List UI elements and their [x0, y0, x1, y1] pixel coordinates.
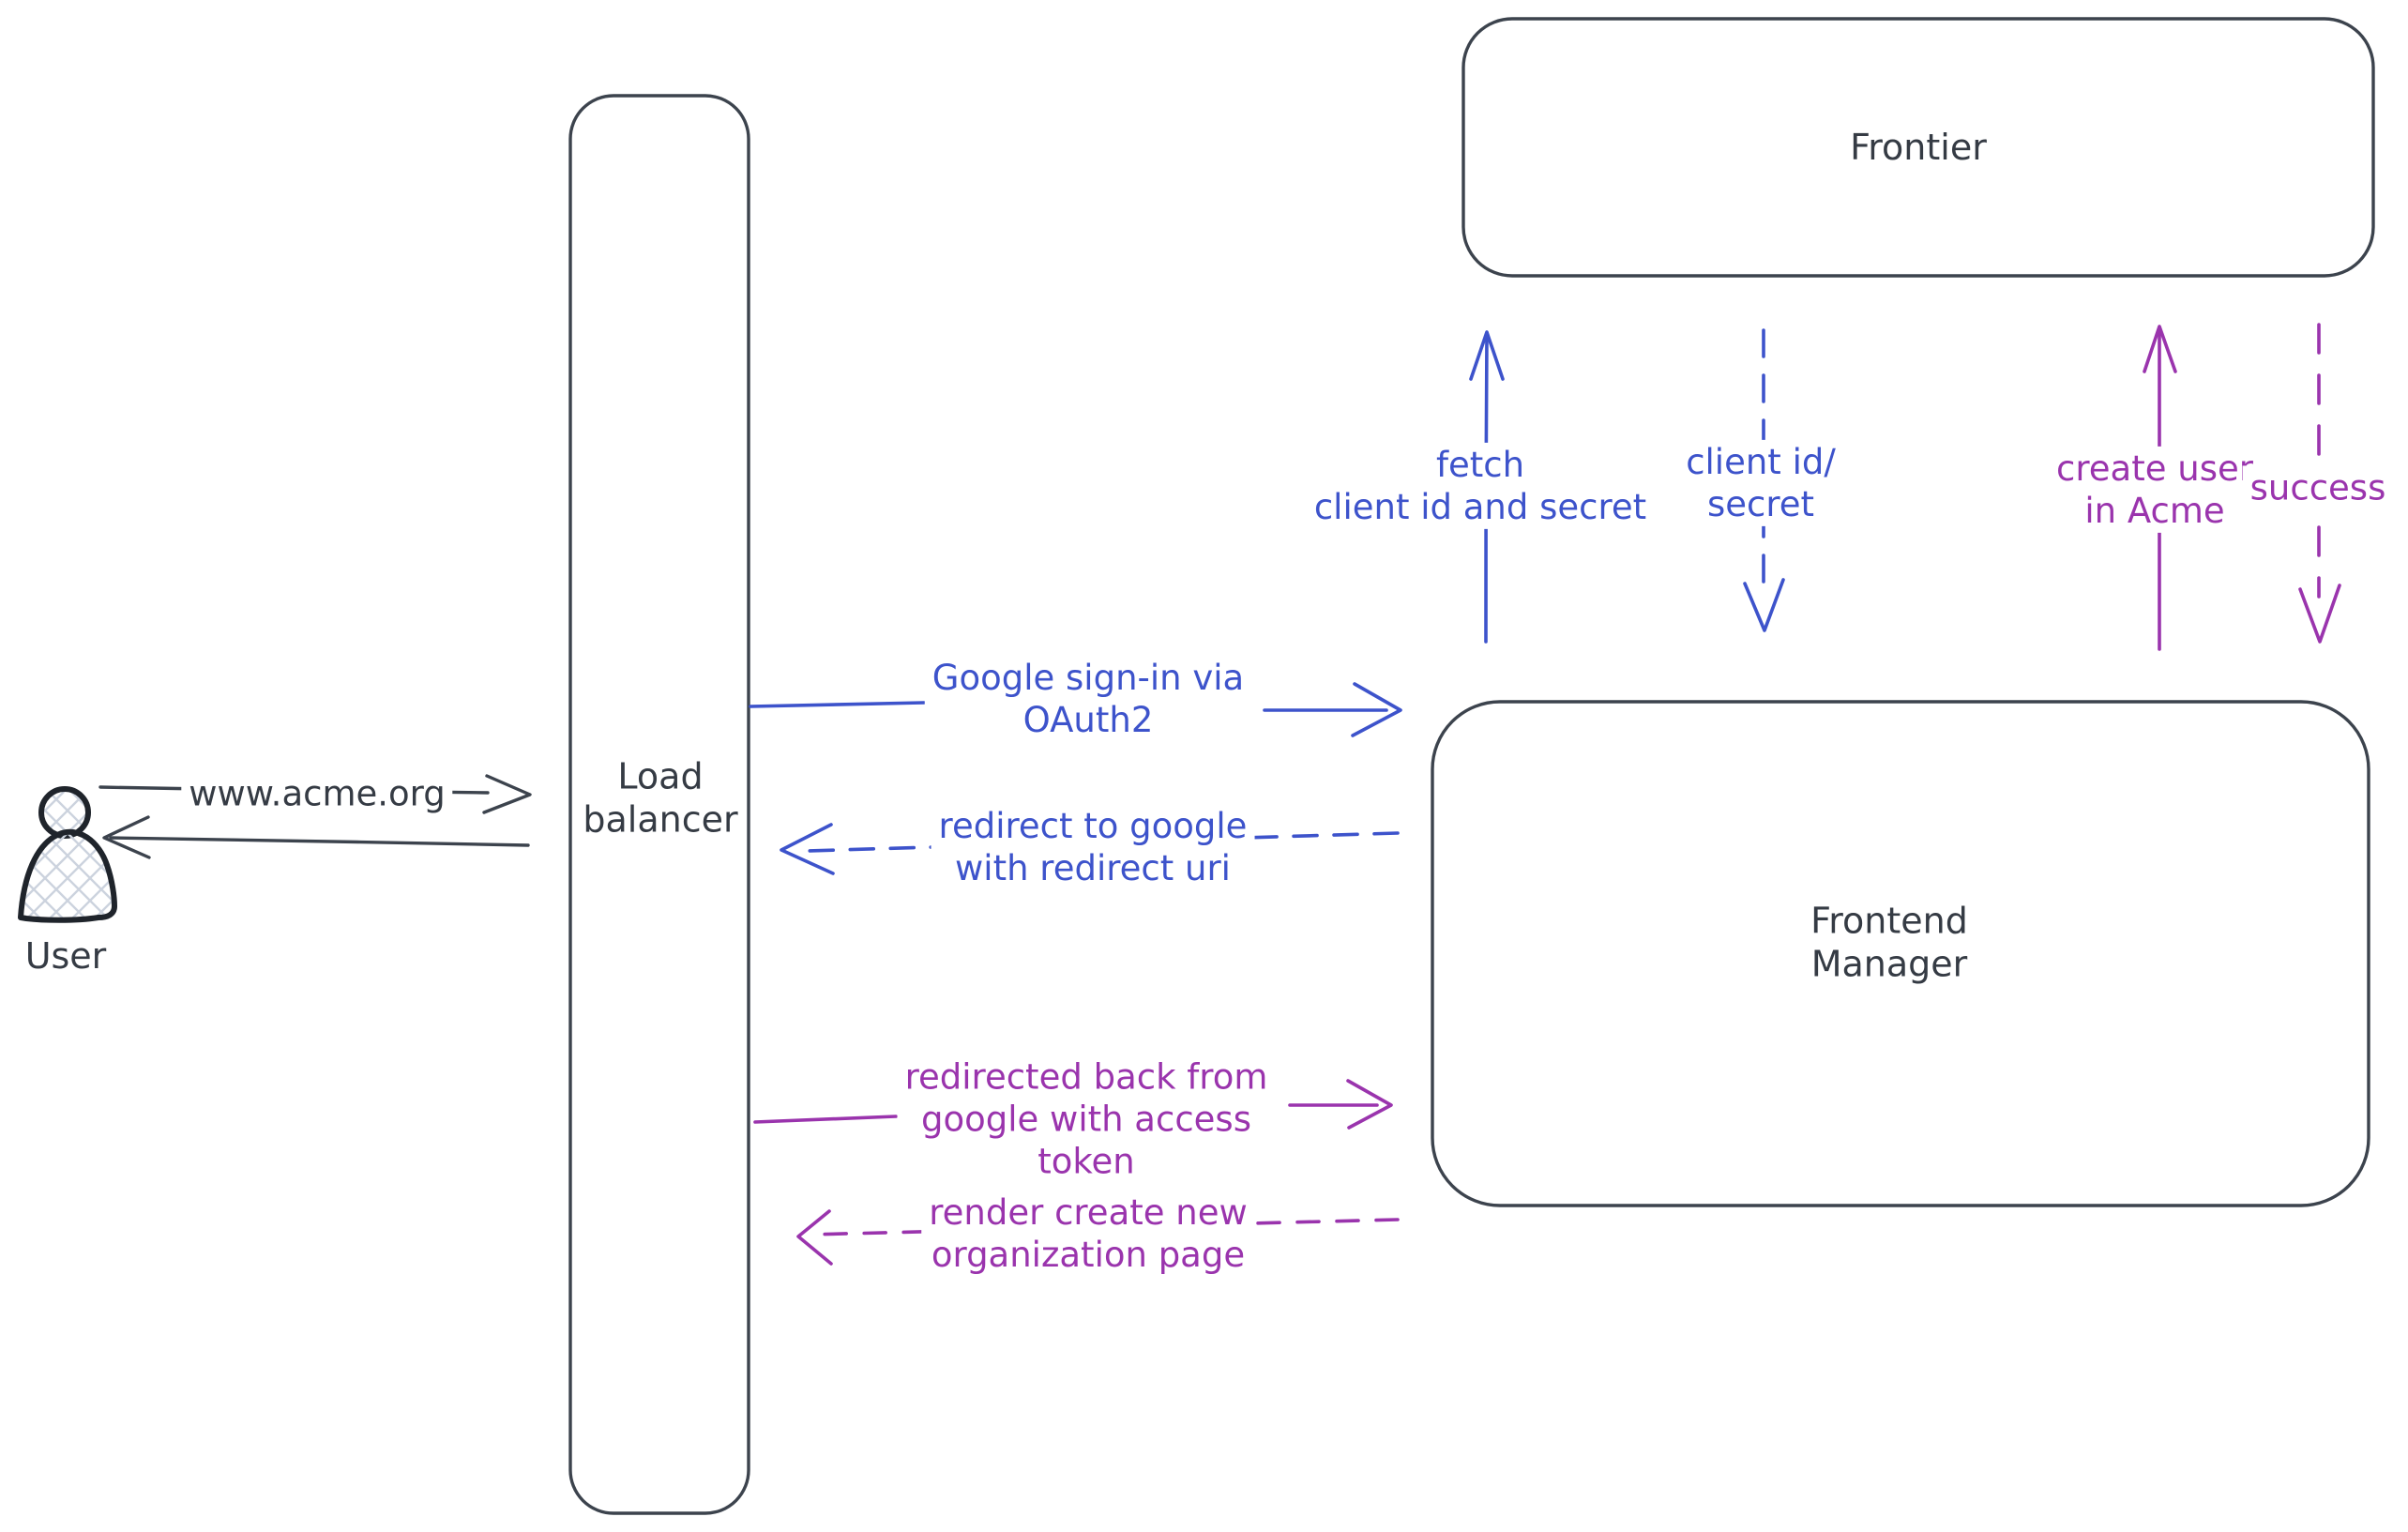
- edge-label-success: success: [2242, 465, 2394, 510]
- user-body: [18, 828, 117, 923]
- arrow-google-signin: [749, 682, 1402, 737]
- arrow-google-signin-line-left: [749, 701, 926, 708]
- arrow-redirected-back: [753, 1079, 1393, 1130]
- edge-label-fetch-client: fetch client id and secret: [1306, 442, 1655, 530]
- edge-label-create-user: create user in Acme: [2049, 446, 2261, 534]
- edge-label-redirect-google: redirect to google with redirect uri: [931, 803, 1255, 891]
- user-label: User: [17, 933, 114, 979]
- arrow-success-head: [2298, 584, 2341, 644]
- arrow-redirected-back-head: [1346, 1079, 1393, 1130]
- arrow-lb-response-line: [109, 836, 530, 847]
- load-balancer-label: Load balancer: [575, 753, 746, 843]
- arrow-user-request-head: [482, 774, 532, 814]
- edge-label-www-acme: www.acme.org: [181, 771, 453, 816]
- edge-label-render-create: render create new organization page: [921, 1190, 1255, 1278]
- arrow-redirect-google-head: [780, 823, 835, 875]
- arrow-lb-response-head: [102, 815, 151, 859]
- arrow-render-create-head: [796, 1209, 833, 1266]
- arrow-fetch-client-head: [1469, 330, 1505, 381]
- arrow-lb-response: [102, 815, 530, 859]
- arrow-redirected-back-line-left: [753, 1115, 898, 1124]
- frontend-manager-label: Frontend Manager: [1803, 898, 1976, 988]
- arrow-success: [2298, 323, 2341, 644]
- user-head: [38, 786, 91, 839]
- arrow-client-id-secret: [1743, 328, 1785, 632]
- arrow-google-signin-head: [1351, 682, 1402, 737]
- edge-label-client-id-secret: client id/ secret: [1678, 439, 1843, 527]
- arrow-client-id-secret-head: [1743, 578, 1785, 632]
- user-figure: [18, 786, 117, 923]
- edge-label-google-signin: Google sign-in via OAuth2: [924, 655, 1252, 743]
- frontier-label: Frontier: [1842, 124, 1994, 171]
- edge-label-redirected-back: redirected back from google with access …: [897, 1054, 1276, 1184]
- arrow-create-user-head: [2143, 325, 2177, 373]
